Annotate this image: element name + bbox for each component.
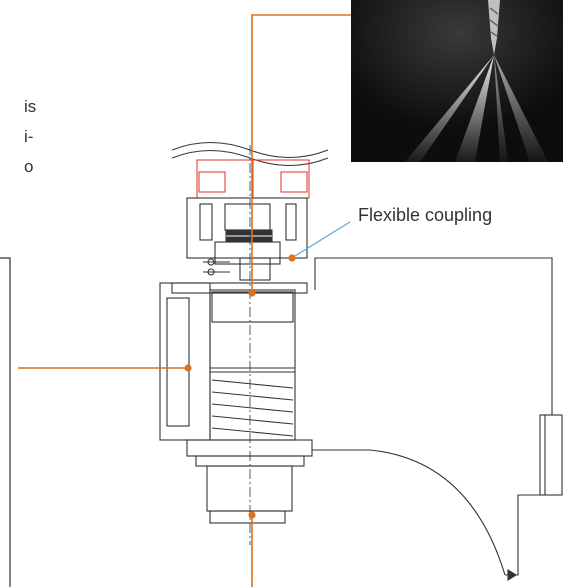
flexible-coupling-connector xyxy=(288,221,351,262)
spindle-body xyxy=(159,145,313,545)
cropped-text-line-2: i- xyxy=(24,127,34,146)
flexible-coupling-label: Flexible coupling xyxy=(358,205,493,225)
callout-dot-top xyxy=(248,289,256,297)
cropped-text-line-3: o xyxy=(24,157,34,176)
machine-column xyxy=(312,257,563,581)
callout-dot-bottom xyxy=(248,511,256,519)
callout-dot-left xyxy=(184,364,192,372)
spindle-coolant-spray-photo xyxy=(351,0,563,162)
callout-dots xyxy=(184,289,256,519)
left-frame-box xyxy=(0,257,11,587)
callout-lines xyxy=(18,14,351,587)
cropped-text-line-1: is xyxy=(24,97,37,116)
